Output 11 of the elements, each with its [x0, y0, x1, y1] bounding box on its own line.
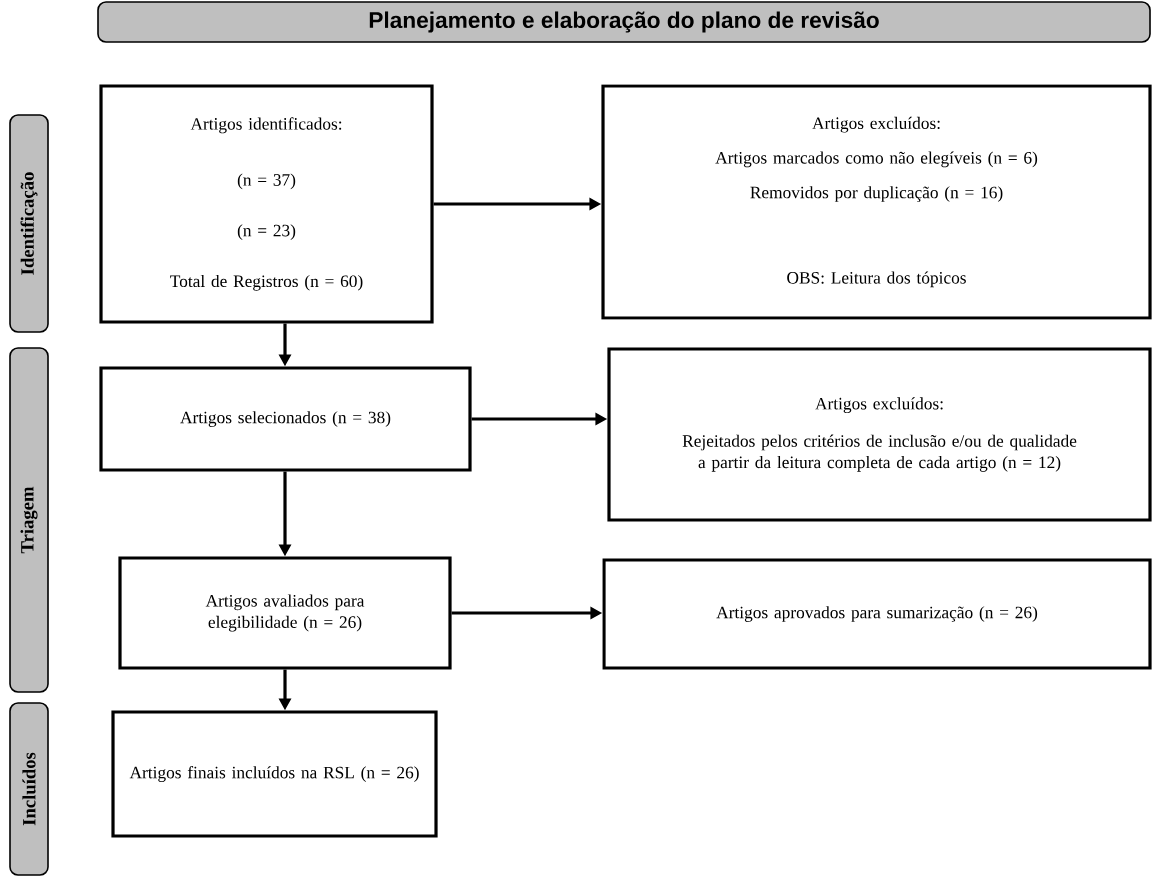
process-box: Artigos excluídos: Artigos marcados como não elegíveis (n = 6) Removidos por duplicação (n = 16) OBS: Leitura dos tópicos	[601, 84, 1152, 320]
stage-label: Identificação	[9, 114, 49, 333]
stage-label: Incluídos	[9, 702, 49, 876]
process-box: Artigos selecionados (n = 38)	[99, 366, 472, 472]
process-box: Artigos aprovados para sumarização (n = 26)	[602, 558, 1152, 670]
process-box: Artigos finais incluídos na RSL (n = 26)	[111, 710, 438, 838]
stage-label: Triagem	[9, 347, 49, 693]
process-box: Artigos identificados: (n = 37) (n = 23) Total de Registros (n = 60)	[99, 84, 434, 324]
process-box: Artigos excluídos: Rejeitados pelos critérios de inclusão e/ou de qualidade a partir da leitura completa de cada artigo (n = 12)	[607, 347, 1152, 522]
phase-banner: Planejamento e elaboração do plano de revisão	[97, 1, 1151, 43]
process-box: Artigos avaliados para elegibilidade (n = 26)	[118, 556, 452, 670]
